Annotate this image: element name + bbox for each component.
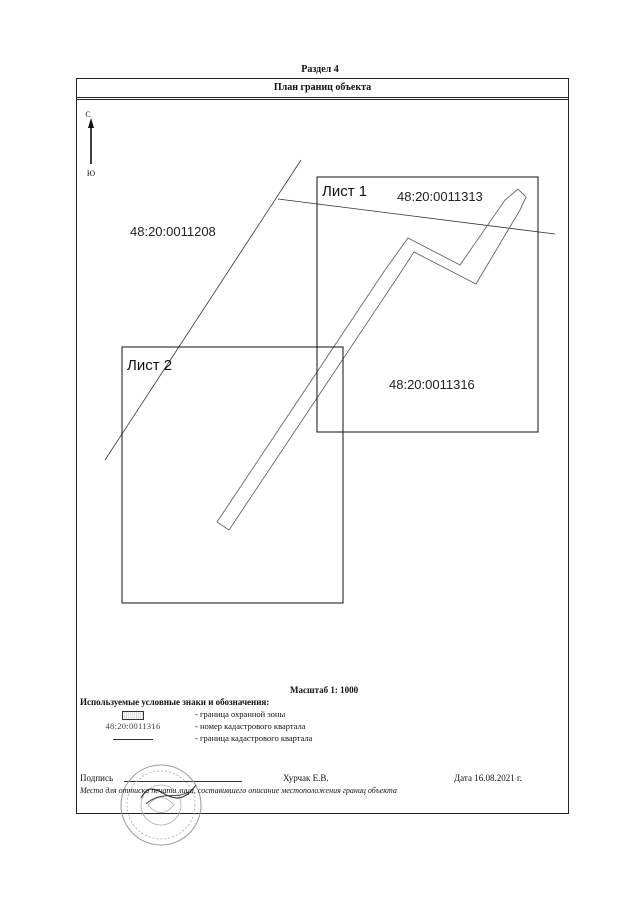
compass-south-label: Ю [87, 169, 95, 178]
quarter-label: 48:20:0011316 [389, 377, 475, 392]
quarter-label: 48:20:0011208 [130, 224, 216, 239]
sheet-1-label: Лист 1 [322, 183, 367, 200]
quarter-boundary-line [104, 159, 302, 461]
handwritten-signature [140, 784, 197, 799]
signer-name: Хурчак Е.В. [283, 773, 329, 783]
signature-label: Подпись [80, 773, 114, 783]
legend-title: Используемые условные знаки и обозначени… [80, 697, 270, 707]
sheet-2-frame [121, 346, 344, 604]
section-title: Раздел 4 [301, 64, 339, 75]
signature-date: Дата 16.08.2021 г. [454, 773, 522, 783]
sheet-1-frame [316, 176, 539, 433]
scale-label: Масштаб 1: 1000 [290, 685, 359, 695]
compass-north-label: С [85, 110, 90, 119]
stamp-note: Место для оттиска печати лица, составивш… [80, 786, 397, 795]
legend-desc: - граница кадастрового квартала [195, 733, 313, 743]
sheet-2-label: Лист 2 [127, 357, 172, 374]
thin-line-icon [80, 733, 186, 743]
north-arrow-icon: С Ю [85, 110, 95, 178]
zone-hatch-icon [80, 709, 186, 720]
plan-frame: План границ объекта [76, 78, 569, 814]
quarter-label: 48:20:0011313 [397, 189, 483, 204]
signature-line [124, 781, 242, 782]
plan-header: План границ объекта [77, 79, 568, 98]
protection-zone-boundary [216, 188, 527, 531]
quarter-boundary-line [277, 198, 556, 235]
legend-desc: - номер кадастрового квартала [195, 721, 306, 731]
legend-quarter-sample: 48:20:0011316 [105, 721, 161, 731]
header-rule [77, 99, 568, 100]
seal-stamp-icon [120, 764, 202, 846]
legend-desc: - граница охранной зоны [195, 709, 286, 719]
